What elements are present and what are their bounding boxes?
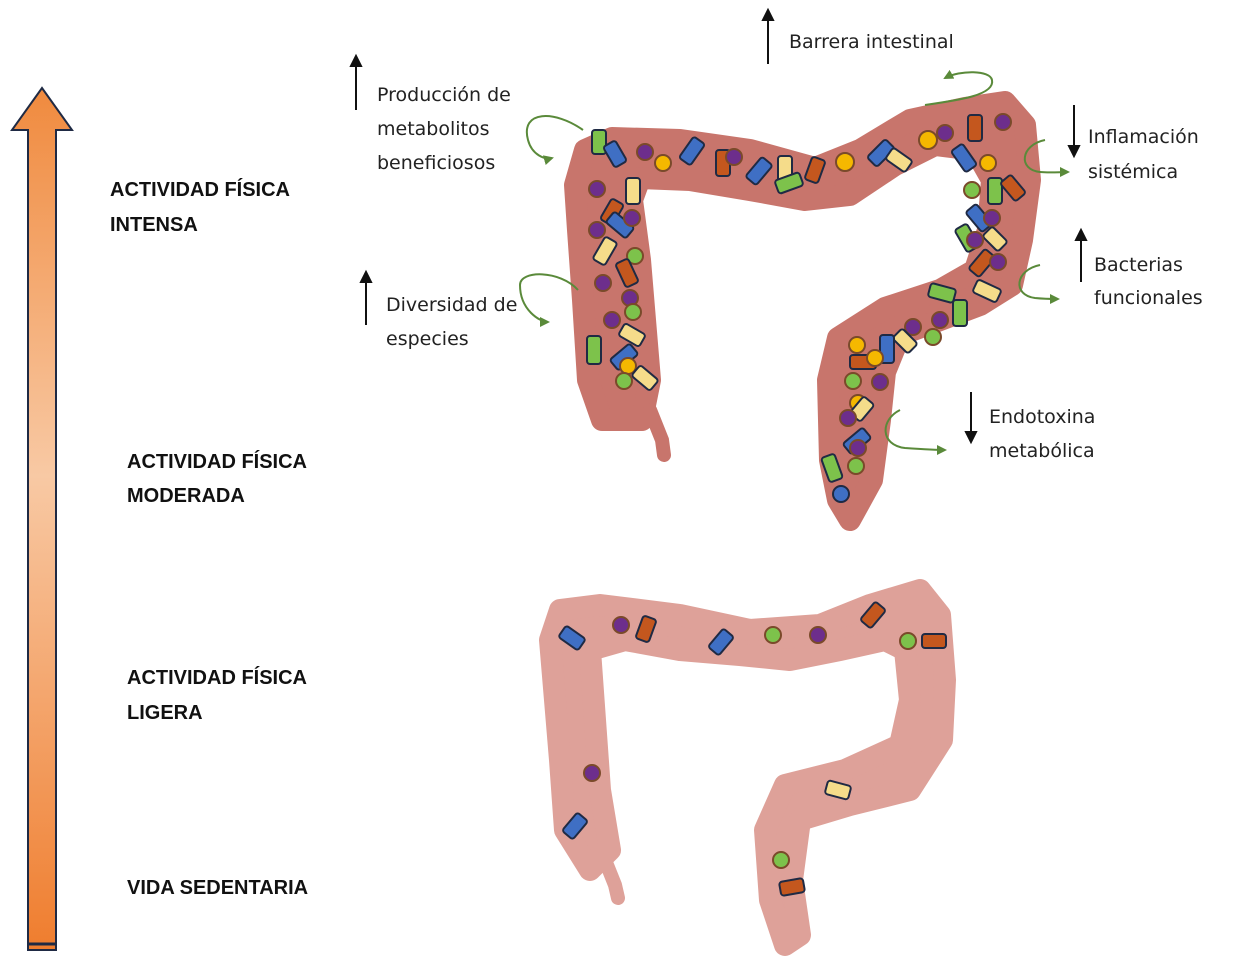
sedentary-colon [550,590,946,945]
effect-endotoxin-line1: Endotoxina [989,406,1095,428]
down-arrow-endotoxin [966,392,976,442]
level-label-light-1: ACTIVIDAD FÍSICA [127,666,307,689]
up-arrow-functional [1076,230,1086,282]
effect-barrier: Barrera intestinal [789,31,954,53]
up-arrow-diversity [361,272,371,325]
effect-diversity-line1: Diversidad de [386,294,517,316]
level-label-sedentary: VIDA SEDENTARIA [127,877,308,899]
level-label-intense-1: ACTIVIDAD FÍSICA [110,178,290,201]
level-label-moderate-2: MODERADA [127,485,245,507]
effect-metabolites-line2: metabolitos [377,118,490,140]
sedentary-colon-tail [605,860,618,898]
up-arrow-metabolites [351,56,361,110]
activity-scale-arrow [12,88,72,950]
effect-functional-line2: funcionales [1094,287,1203,309]
level-label-moderate-1: ACTIVIDAD FÍSICA [127,450,307,473]
up-arrow-barrier [763,10,773,64]
curved-arrow-diversity [520,274,578,322]
effect-inflammation-line2: sistémica [1088,161,1178,183]
level-label-light-2: LIGERA [127,702,203,724]
down-arrow-inflammation [1069,105,1079,156]
curved-arrow-endotoxin [886,410,945,450]
level-label-intense-2: INTENSA [110,214,198,236]
active-colon [575,102,1030,520]
effect-metabolites-line3: beneficiosos [377,152,495,174]
sedentary-colon-body [550,590,945,945]
active-colon-tail [650,410,664,455]
effect-metabolites-line1: Producción de [377,84,511,106]
effect-inflammation-line1: Inflamación [1088,126,1199,148]
effect-endotoxin-line2: metabólica [989,440,1095,462]
effect-functional-line1: Bacterias [1094,254,1183,276]
effect-diversity-line2: especies [386,328,469,350]
